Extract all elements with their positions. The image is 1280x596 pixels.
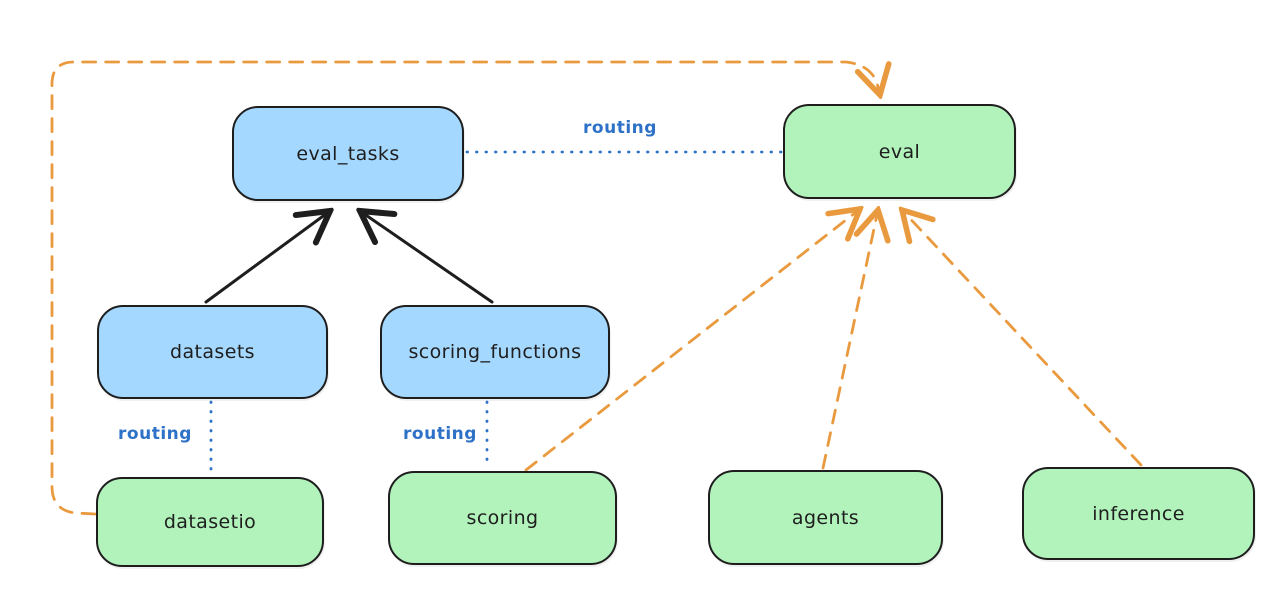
node-datasetio: datasetio xyxy=(96,477,324,567)
node-inference-label: inference xyxy=(1092,502,1185,525)
node-scoring-functions: scoring_functions xyxy=(380,305,610,399)
routing-label-scoring-functions-scoring: routing xyxy=(403,424,477,444)
node-eval-tasks: eval_tasks xyxy=(232,106,464,201)
routing-label-eval-tasks-eval: routing xyxy=(583,118,657,138)
edge-scoring-to-eval xyxy=(524,209,860,472)
node-agents-label: agents xyxy=(791,506,860,529)
edge-datasets-to-eval-tasks xyxy=(204,211,330,304)
node-eval-label: eval xyxy=(878,140,921,163)
node-scoring-label: scoring xyxy=(466,507,539,529)
node-scoring: scoring xyxy=(388,471,617,565)
node-datasetio-label: datasetio xyxy=(163,511,257,533)
edge-scoring-functions-to-eval-tasks xyxy=(360,211,494,304)
edge-datasetio-to-eval-loop xyxy=(50,60,880,516)
node-datasets: datasets xyxy=(97,305,328,399)
node-inference: inference xyxy=(1022,467,1255,560)
node-eval-tasks-label: eval_tasks xyxy=(296,142,400,165)
node-scoring-functions-label: scoring_functions xyxy=(408,341,582,363)
node-eval: eval xyxy=(783,104,1016,199)
node-datasets-label: datasets xyxy=(170,341,255,363)
edge-agents-to-eval xyxy=(821,210,878,470)
node-agents: agents xyxy=(708,470,943,565)
edge-inference-to-eval xyxy=(902,210,1143,467)
routing-label-datasets-datasetio: routing xyxy=(118,424,192,444)
